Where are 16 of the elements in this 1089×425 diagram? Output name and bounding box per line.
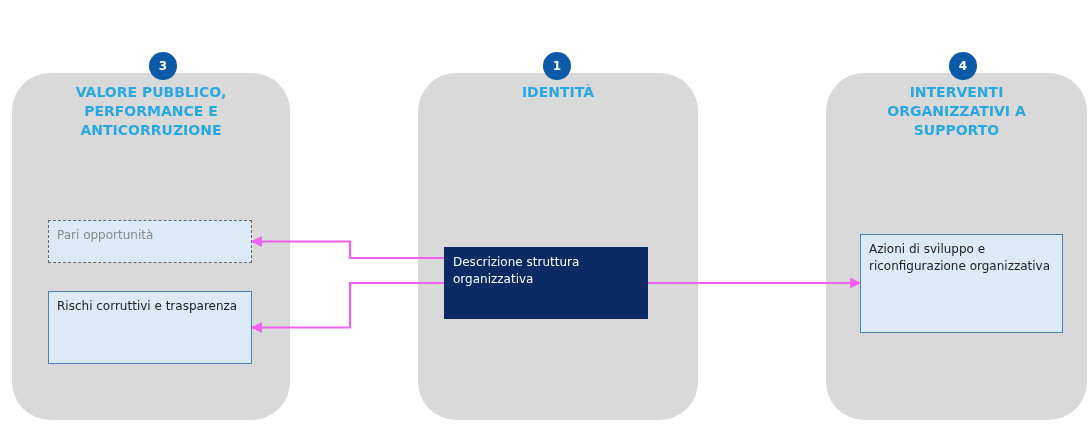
arrow xyxy=(648,277,862,289)
arrow xyxy=(250,281,444,333)
section-panel xyxy=(12,73,290,420)
number-badge: 4 xyxy=(949,52,977,80)
number-badge: 3 xyxy=(149,52,177,80)
text-box: Rischi corruttivi e trasparenza xyxy=(48,291,252,364)
arrow xyxy=(250,236,444,260)
section-heading: VALORE PUBBLICO, PERFORMANCE E ANTICORRUZIONE xyxy=(74,83,228,140)
section-panel xyxy=(418,73,698,420)
number-badge: 1 xyxy=(543,52,571,80)
section-heading: INTERVENTI ORGANIZZATIVI A SUPPORTO xyxy=(886,83,1027,140)
text-box: Pari opportunità xyxy=(48,220,252,263)
section-heading: IDENTITÀ xyxy=(520,83,596,102)
section-panel xyxy=(826,73,1087,420)
text-box: Descrizione struttura organizzativa xyxy=(444,247,648,319)
text-box: Azioni di sviluppo e riconfigurazione organizzativa xyxy=(860,234,1063,333)
